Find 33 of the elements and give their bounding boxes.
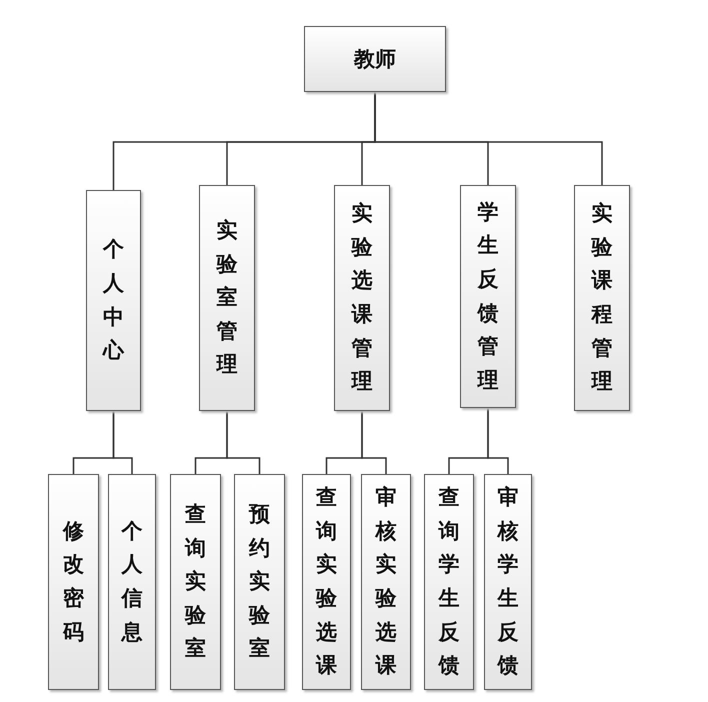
- module-box: [86, 190, 141, 411]
- module-box: [484, 474, 532, 690]
- module-box: [234, 474, 285, 690]
- node-label: 实验选课管理: [352, 200, 372, 396]
- node-label: 个人信息: [122, 518, 142, 646]
- node-label: 个人中心: [103, 236, 124, 364]
- connector-line: [112, 411, 133, 474]
- node-label: 查询实验室: [185, 501, 206, 662]
- node-label: 实验课程管理: [592, 200, 612, 396]
- connector-line: [374, 92, 603, 185]
- module-box: [199, 185, 255, 411]
- module-box: [334, 185, 390, 411]
- module-box: [48, 474, 99, 690]
- node-label: 学生反馈管理: [478, 198, 498, 394]
- node-label: 预约实验室: [249, 501, 270, 662]
- node-label: 修改密码: [63, 518, 84, 646]
- module-box: [170, 474, 221, 690]
- module-box: [108, 474, 156, 690]
- node-label: 查询学生反馈: [438, 484, 460, 680]
- node-label: 查询实验选课: [316, 484, 337, 680]
- module-box: [424, 474, 474, 690]
- node-label: 教师: [354, 46, 396, 73]
- connector-line: [361, 411, 387, 474]
- module-box: [361, 474, 411, 690]
- module-box: [460, 185, 516, 408]
- root-box: [304, 26, 446, 92]
- module-box: [302, 474, 351, 690]
- connector-line: [487, 408, 509, 474]
- connector-line: [226, 411, 260, 474]
- node-label: 审核实验选课: [376, 484, 396, 680]
- node-label: 实验室管理: [216, 217, 238, 378]
- node-label: 审核学生反馈: [498, 484, 518, 680]
- module-box: [574, 185, 630, 411]
